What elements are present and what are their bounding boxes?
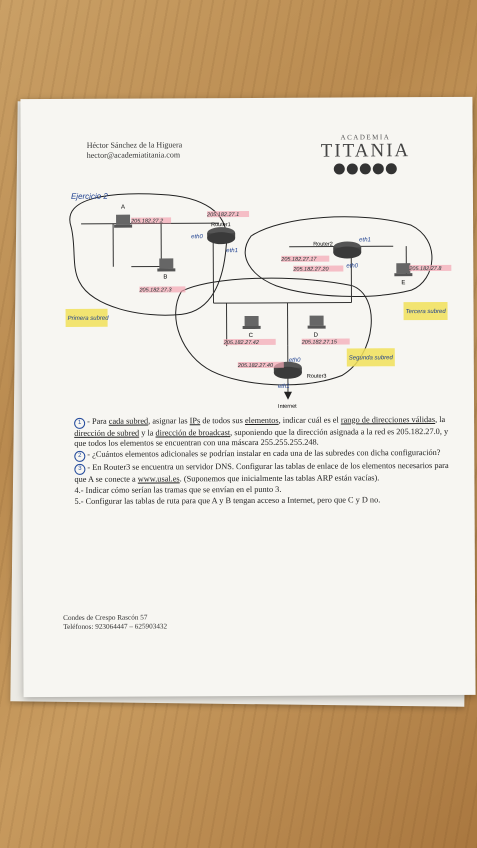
label-router1: Router1 bbox=[211, 222, 231, 228]
titania-logo: ACADEMIA TITANIA bbox=[320, 133, 411, 175]
label-e: E bbox=[401, 280, 405, 286]
exercise-sheet: Héctor Sánchez de la Higuera hector@acad… bbox=[20, 96, 476, 698]
hw-ip-c: 205.182.27.42 bbox=[223, 340, 259, 346]
author-email: hector@academiatitania.com bbox=[86, 150, 181, 160]
hw-label-1: Primera subred bbox=[68, 316, 110, 322]
label-c: C bbox=[249, 333, 254, 339]
label-d: D bbox=[314, 333, 319, 339]
router3-icon bbox=[273, 361, 302, 379]
logo-dots bbox=[321, 163, 411, 175]
label-router2: Router2 bbox=[313, 242, 333, 248]
question-4: 4.- Indicar cómo serían las tramas que s… bbox=[74, 484, 282, 495]
hw-label-3: Tercera subred bbox=[406, 309, 447, 315]
label-a: A bbox=[121, 205, 125, 211]
network-diagram: Ejercicio 2 A B C D E Router1 Router2 R bbox=[65, 192, 453, 410]
computer-d-icon bbox=[307, 315, 326, 329]
hw-eth0-r1: eth0 bbox=[191, 234, 203, 240]
hw-number-1: 1 bbox=[74, 417, 86, 429]
label-internet: Internet bbox=[278, 404, 297, 410]
hw-ip-b: 205.182.27.3 bbox=[138, 287, 172, 293]
label-b: B bbox=[163, 274, 167, 280]
logo-big-text: TITANIA bbox=[320, 140, 411, 162]
hw-ip-r2-bottom: 205.182.27.20 bbox=[292, 267, 329, 273]
hw-eth0-r2: eth0 bbox=[346, 263, 358, 269]
usal-link[interactable]: www.usal.es bbox=[137, 474, 180, 484]
internet-arrow-icon bbox=[283, 391, 292, 400]
footer-phones: Teléfonos: 923064447 – 625903432 bbox=[63, 622, 168, 631]
router1-icon bbox=[207, 227, 236, 245]
hw-eth1-r2: eth1 bbox=[359, 237, 371, 243]
label-router3: Router3 bbox=[307, 374, 327, 380]
computer-c-icon bbox=[242, 315, 261, 330]
hw-number-2: 2 bbox=[74, 450, 86, 462]
hw-eth1-r1: eth1 bbox=[226, 248, 238, 254]
sheet-footer: Condes de Crespo Rascón 57 Teléfonos: 92… bbox=[63, 613, 167, 632]
hw-eth1-r3: eth1 bbox=[278, 384, 290, 390]
hw-ip-e: 205.182.27.8 bbox=[408, 266, 442, 272]
exercise-questions: 1- Para cada subred, asignar las IPs de … bbox=[74, 415, 454, 508]
author-header: Héctor Sánchez de la Higuera hector@acad… bbox=[87, 140, 183, 160]
computer-a-icon bbox=[114, 214, 133, 228]
author-name: Héctor Sánchez de la Higuera bbox=[86, 140, 183, 150]
hw-ip-a: 205.182.27.2 bbox=[130, 218, 163, 224]
question-2: 2- ¿Cuántos elementos adicionales se pod… bbox=[74, 448, 454, 462]
hw-label-2: Segunda subred bbox=[349, 355, 394, 361]
question-5: 5.- Configurar las tablas de ruta para q… bbox=[74, 495, 381, 506]
question-3: 3- En Router3 se encuentra un servidor D… bbox=[74, 460, 449, 484]
computer-e-icon bbox=[394, 263, 413, 277]
hw-eth0-r3: eth0 bbox=[289, 358, 301, 364]
question-1: 1- Para cada subred, asignar las IPs de … bbox=[74, 414, 449, 448]
hw-ip-r1: 205.182.27.1 bbox=[206, 212, 239, 218]
hw-ip-r3: 205.182.27.40 bbox=[237, 363, 274, 369]
computer-b-icon bbox=[157, 258, 176, 272]
exercise-label: Ejercicio 2 bbox=[71, 192, 108, 201]
hw-ip-d: 205.182.27.15 bbox=[301, 340, 338, 346]
hw-ip-r2-left: 205.182.27.17 bbox=[280, 257, 317, 263]
router2-icon bbox=[333, 241, 362, 259]
hw-number-3: 3 bbox=[74, 463, 86, 475]
